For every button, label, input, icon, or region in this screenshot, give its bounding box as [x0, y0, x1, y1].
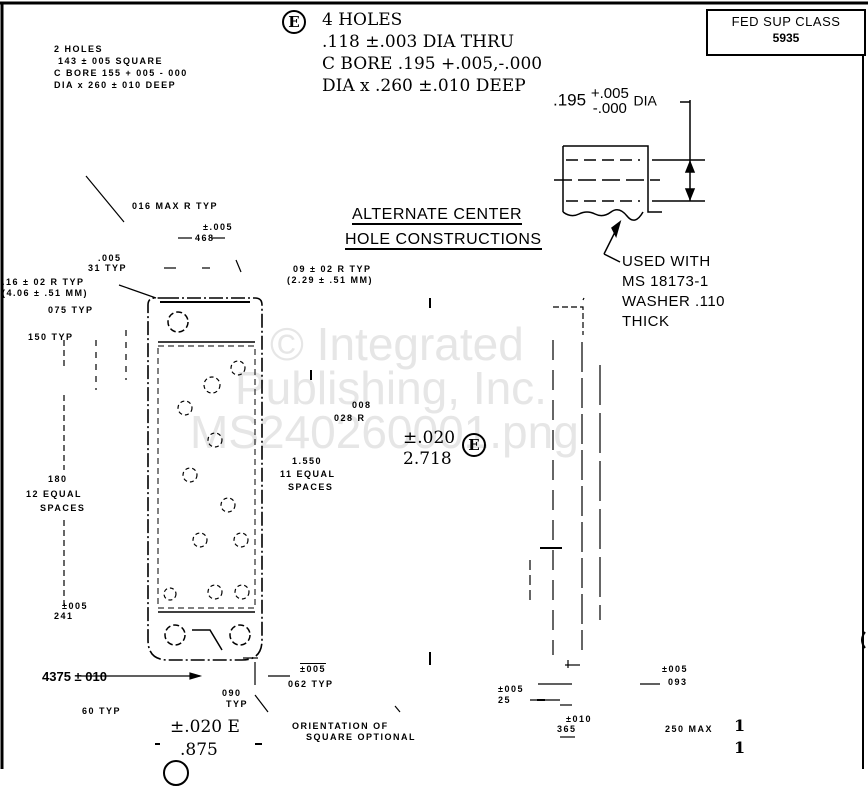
section-heading-line-1: ALTERNATE CENTER [352, 206, 523, 225]
front-dimension-lines [63, 175, 401, 745]
drawing-lineart [0, 1, 868, 769]
right-mark-2: 1 [734, 738, 746, 757]
dim-4375: 4375 ± 010 [42, 669, 107, 684]
dim-length: ±.020 2.718 [403, 428, 455, 470]
cbore-plus: +.005 [590, 85, 629, 102]
washer-note-line: USED WITH [622, 253, 711, 270]
dim-008: 008 [352, 400, 372, 410]
fed-sup-class-value: 5935 [772, 31, 800, 45]
dim-tol-005-bottom: ±005 [300, 664, 326, 674]
watermark-line-2: Publishing, Inc. [235, 362, 547, 414]
dim-typ-005: .005 [98, 253, 122, 263]
dim-bottom-len: .875 [180, 740, 218, 760]
watermark-line-1: © Integrated [270, 318, 524, 370]
dim-radius-16-mm: (4.06 ± .51 MM) [2, 288, 88, 298]
dim-062: 062 TYP [288, 679, 334, 689]
orientation-note: ORIENTATION OF SQUARE OPTIONAL [292, 721, 416, 743]
right-mark-1: 1 [734, 716, 746, 735]
dim-length-tol: ±.020 [403, 428, 456, 448]
washer-note-line: THICK [622, 313, 670, 330]
washer-note: USED WITH MS 18173-1 WASHER .110 THICK [622, 252, 725, 332]
orientation-note-line: ORIENTATION OF [292, 721, 389, 731]
bottom-e-circle-icon [163, 760, 189, 786]
side-tol-005: ±005 [662, 664, 688, 674]
orientation-note-line: SQUARE OPTIONAL [306, 732, 417, 742]
note-e-line: C BORE .195 +.005,-.000 [322, 54, 543, 74]
dim-spaces: SPACES [288, 482, 334, 492]
dim-tol-005-left: ±005 [62, 601, 88, 611]
dim-radius-09-mm: (2.29 ± .51 MM) [287, 275, 373, 285]
note-e-line: DIA x .260 ±.010 DEEP [322, 76, 526, 96]
cbore-suffix: DIA [633, 92, 657, 109]
note-square-holes: 2 HOLES 143 ± 005 SQUARE C BORE 155 + 00… [54, 43, 188, 91]
side-tol-005b: ±005 [498, 684, 524, 694]
washer-note-line: MS 18173-1 [622, 273, 709, 290]
fed-sup-class-box: FED SUP CLASS 5935 [706, 9, 866, 56]
side-093: 093 [668, 677, 688, 687]
side-25: 25 [498, 695, 512, 705]
dim-length-marker: E [462, 433, 486, 457]
note-e-line: 4 HOLES [322, 10, 403, 30]
dim-090-typ: TYP [226, 699, 249, 709]
fed-sup-class-label: FED SUP CLASS [731, 14, 841, 29]
connector-side-view [310, 297, 660, 738]
dim-241: 241 [54, 611, 74, 621]
dim-11-equal: 11 EQUAL [280, 469, 336, 479]
dim-width-tol: ±.005 [203, 222, 233, 232]
dim-60: 60 TYP [82, 706, 122, 716]
dim-radius-16: .16 ± 02 R TYP [2, 277, 85, 287]
dim-spacing-12: 12 EQUAL [26, 489, 83, 499]
dim-width: 468 [195, 233, 215, 243]
section-heading-line-2: HOLE CONSTRUCTIONS [345, 231, 542, 250]
note-square-line: C BORE 155 + 005 - 000 [54, 68, 188, 78]
e-circle-icon: E [462, 433, 486, 457]
cbore-base: .195 [553, 90, 587, 110]
dim-090: 090 [222, 688, 242, 698]
right-edge-arc [861, 631, 866, 649]
dim-typ-150: 150 TYP [28, 332, 74, 342]
side-365: 365 [557, 724, 577, 734]
dim-spacing-spaces: SPACES [40, 503, 86, 513]
side-tol-010: ±010 [566, 714, 592, 724]
side-250-max: 250 MAX [665, 724, 714, 734]
note-square-line: DIA x 260 ± 010 DEEP [54, 80, 177, 90]
dim-1550: 1.550 [292, 456, 323, 466]
washer-note-line: WASHER .110 [622, 293, 726, 310]
dim-spacing-180: 180 [48, 474, 68, 484]
watermark: © Integrated Publishing, Inc. MS24026000… [190, 318, 579, 455]
note-e-line: .118 ±.003 DIA THRU [322, 32, 515, 52]
counterbore-detail [554, 100, 705, 263]
e-circle-icon: E [282, 10, 306, 34]
dim-radius-09: 09 ± 02 R TYP [293, 264, 372, 274]
cbore-dimension: .195 +.005 -.000 DIA [553, 86, 657, 116]
cbore-minus: -.000 [592, 100, 627, 117]
dim-028: 028 R [334, 413, 366, 423]
dim-typ-075: 075 TYP [48, 305, 94, 315]
note-e: 4 HOLES .118 ±.003 DIA THRU C BORE .195 … [322, 9, 542, 97]
dim-max-radius: 016 MAX R TYP [132, 201, 219, 211]
connector-front-view [147, 297, 263, 661]
note-square-line: 143 ± 005 SQUARE [58, 56, 163, 66]
section-heading: ALTERNATE CENTER HOLE CONSTRUCTIONS [345, 202, 542, 252]
dim-bottom-tol: ±.020 E [170, 717, 240, 737]
dim-typ-31: 31 TYP [88, 263, 128, 273]
note-square-line: 2 HOLES [54, 44, 104, 54]
note-e-marker: E [282, 10, 306, 34]
dim-length-value: 2.718 [403, 449, 452, 469]
